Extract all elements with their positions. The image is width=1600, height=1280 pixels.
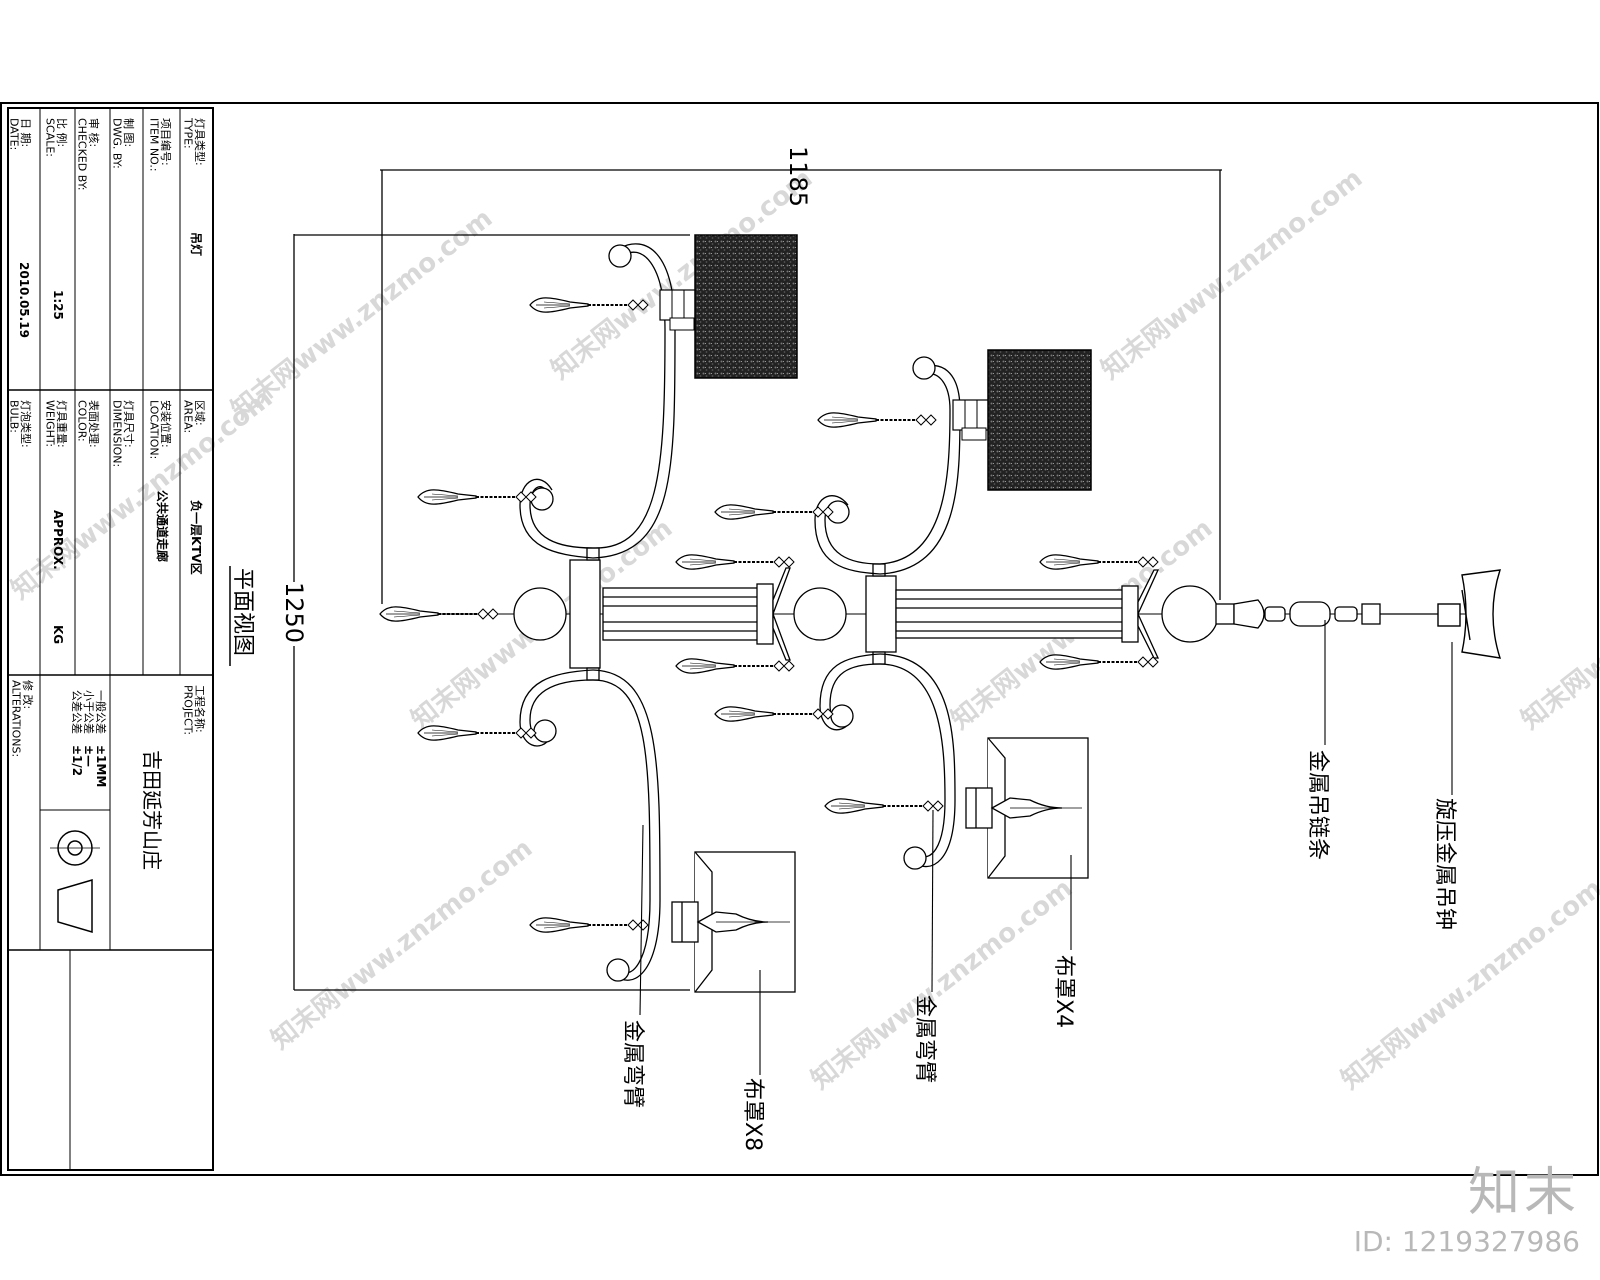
open-shades [671, 737, 1089, 993]
dimension-height: 1250 [280, 234, 690, 991]
date-label: 日 期:DATE: [7, 118, 32, 150]
tolerance-value: ±1/2 [70, 745, 84, 776]
area-label: 区域:AREA: [181, 400, 206, 433]
callout-arm-1: 金属弯臂 [620, 1020, 645, 1108]
scale-label: 比 例:SCALE: [43, 118, 69, 157]
alterations-label: 修 改:ALTERATIONS: [9, 680, 35, 757]
lamp-chain [1215, 599, 1440, 629]
dimension-width: 1185 [380, 146, 1222, 604]
brand-corner: 知末 ID: 1219327986 [1354, 1167, 1580, 1258]
drawn-by-label: 制 图:DWG. BY: [110, 118, 135, 169]
weight-unit: KG [51, 625, 65, 644]
watermark-text: 知末网www.znzmo.com [1336, 873, 1600, 1095]
callout-canopy: 旋压金属吊钟 [1432, 798, 1457, 930]
callout-chain: 金属吊链条 [1305, 750, 1330, 860]
location-value: 公共通道走廊 [155, 490, 170, 562]
dimension-label: 灯具尺寸:DIMENSION: [110, 400, 136, 467]
date-value: 2010.05.19 [17, 262, 31, 338]
dimension-height-text: 1250 [280, 582, 308, 643]
projection-symbol [50, 830, 100, 934]
area-value: 负一层KTV区 [189, 500, 204, 575]
tolerance-block: 一般公差 小于公差 公差公差 ±1MM ±— ±1/2 [70, 690, 108, 787]
bulb-label: 灯泡类型:BULB: [7, 400, 33, 448]
asset-id: ID: 1219327986 [1353, 1225, 1580, 1258]
project-value: 吉田延芳山庄 [140, 750, 164, 870]
brand-logo: 知末 [1467, 1163, 1580, 1223]
lamp-stem [380, 547, 1470, 681]
callout-labels: 金属弯臂 布罩X8 金属弯臂 布罩X4 金属吊链条 旋压金属吊钟 [620, 750, 1457, 1151]
title-block: 灯具类型:TYPE: 吊灯 项目编号:ITEM NO.: 制 图:DWG. BY… [7, 107, 214, 1171]
checked-by-label: 审 核:CHECKED BY: [75, 118, 101, 191]
watermark-text: 知末网www.znzmo.com [1096, 163, 1368, 385]
tolerance-line: 一般公差 [94, 690, 108, 734]
callout-shade-8: 布罩X8 [740, 1078, 765, 1151]
callout-shade-4: 布罩X4 [1051, 955, 1076, 1028]
drawing-frame [0, 102, 1599, 1176]
callout-arm-2: 金属弯臂 [912, 995, 937, 1083]
type-label: 灯具类型:TYPE: [181, 117, 207, 166]
location-label: 安装位置:LOCATION: [147, 400, 173, 459]
callout-leaders [639, 620, 1453, 1075]
dimension-width-text: 1185 [784, 146, 812, 207]
ceiling-canopy [1437, 569, 1502, 659]
view-title: 平面视图 [230, 568, 255, 656]
project-label: 工程名称:PROJECT: [181, 685, 207, 735]
tolerance-value: ±— [82, 745, 96, 767]
watermark-text: 知末网www.znzmo.com [1516, 513, 1600, 735]
tolerance-line: 小于公差 [82, 690, 96, 734]
fabric-shades [659, 234, 1092, 491]
scale-value: 1:25 [51, 290, 65, 320]
type-value: 吊灯 [189, 232, 204, 256]
weight-value: APPROX. [51, 510, 65, 570]
watermark-text: 知末网www.znzmo.com [806, 873, 1078, 1095]
item-no-label: 项目编号:ITEM NO.: [147, 118, 173, 172]
watermark-text: 知末网www.znzmo.com [226, 203, 498, 425]
arm-end-balls [530, 244, 936, 982]
color-label: 表面处理:COLOR: [75, 400, 101, 448]
tolerance-value: ±1MM [94, 745, 108, 787]
weight-label: 灯具重量:WEIGHT: [43, 400, 69, 448]
tolerance-line: 公差公差 [70, 690, 84, 734]
watermark-text: 知末网www.znzmo.com [266, 833, 538, 1055]
